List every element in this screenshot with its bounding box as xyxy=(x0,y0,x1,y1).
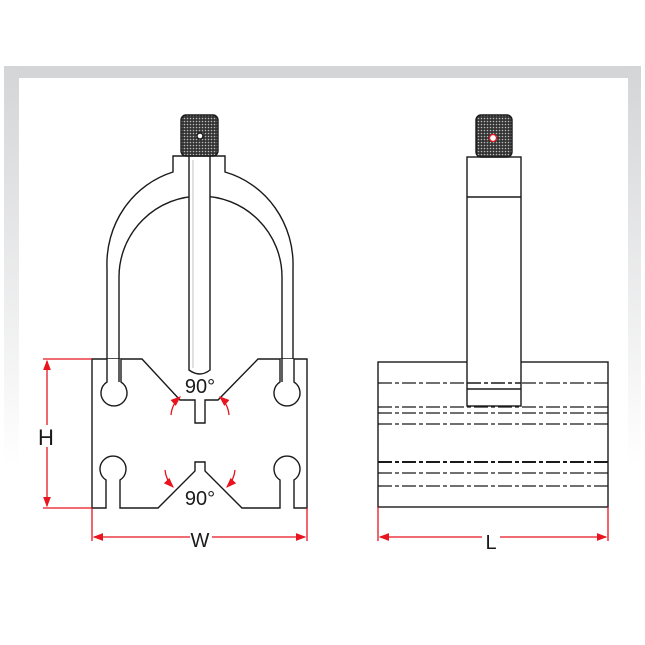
side-column xyxy=(466,156,522,407)
length-label: L xyxy=(485,532,496,554)
width-label: W xyxy=(191,530,210,552)
angle-label-top: 90° xyxy=(185,376,215,398)
angle-label-bottom: 90° xyxy=(185,488,215,510)
clamp-screw-rod xyxy=(188,155,211,375)
side-view xyxy=(377,114,609,508)
front-view xyxy=(91,114,308,509)
height-label: H xyxy=(38,425,54,450)
vblock-body xyxy=(91,358,308,509)
angle-arcs xyxy=(163,396,237,488)
keyhole-right xyxy=(273,359,301,407)
keyhole-left xyxy=(100,359,128,407)
picture-frame xyxy=(4,66,641,466)
